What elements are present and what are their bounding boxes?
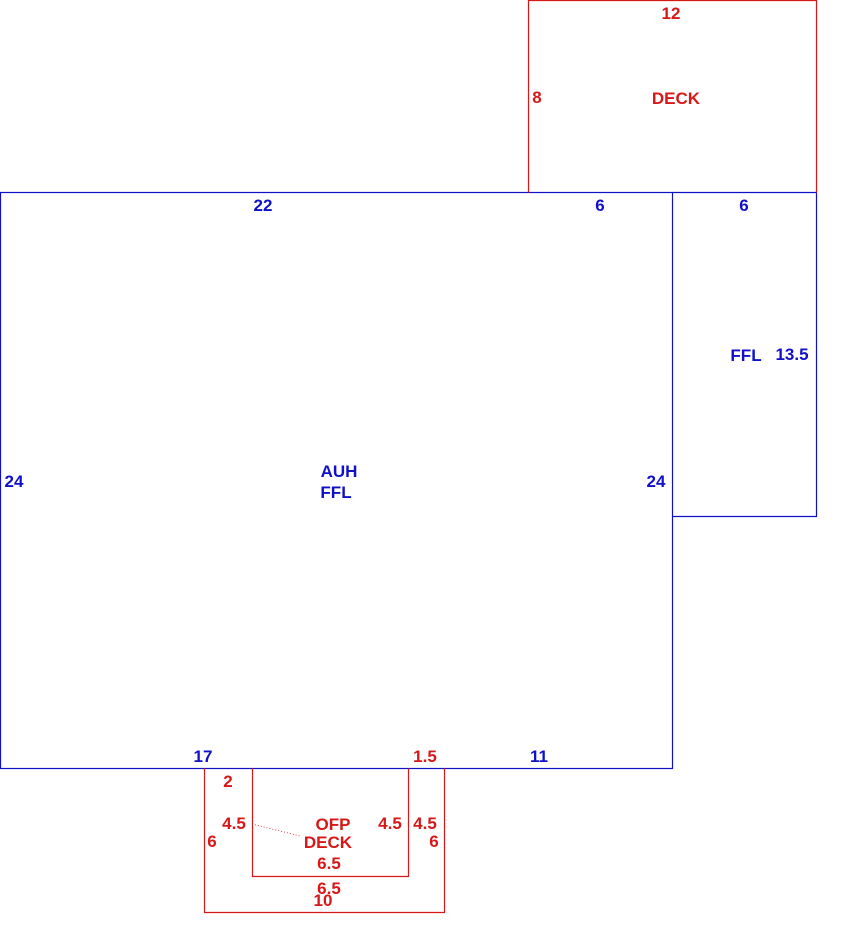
main-dim-bottom-right: 11 bbox=[530, 747, 548, 766]
main-dim-top-left: 22 bbox=[254, 196, 273, 215]
deck-top-outline bbox=[527, 0, 818, 193]
main-area-label-2: FFL bbox=[320, 483, 351, 502]
ffl-addition-outline bbox=[672, 191, 818, 518]
ofp-area-label-1: OFP bbox=[316, 815, 351, 834]
ofp-dim-outer-bottom: 10 bbox=[314, 891, 333, 910]
ofp-dim-attach: 1.5 bbox=[413, 747, 437, 766]
main-area-label-1: AUH bbox=[321, 462, 358, 481]
main-dim-bottom-left: 17 bbox=[194, 747, 213, 766]
ofp-dim-inner-bottom-2: 6.5 bbox=[317, 879, 341, 898]
leader-line bbox=[251, 823, 301, 837]
ffl-area-label: FFL bbox=[730, 346, 761, 365]
main-dim-right: 24 bbox=[647, 472, 666, 491]
ofp-dim-step: 2 bbox=[223, 772, 232, 791]
ofp-dim-left-outer: 6 bbox=[207, 832, 216, 851]
ofp-dim-right-outer: 6 bbox=[429, 832, 438, 851]
ofp-deck-inner-outline bbox=[251, 768, 410, 878]
main-dim-top-right: 6 bbox=[595, 196, 604, 215]
deck-area-label: DECK bbox=[652, 89, 701, 108]
main-area-outline bbox=[0, 191, 674, 770]
deck-dim-left: 8 bbox=[532, 88, 541, 107]
ffl-dim-right: 13.5 bbox=[775, 345, 808, 364]
main-dim-left: 24 bbox=[5, 472, 24, 491]
ofp-dim-left-inner: 4.5 bbox=[222, 814, 246, 833]
ofp-area-label-2: DECK bbox=[304, 833, 353, 852]
ofp-dim-right-inner: 4.5 bbox=[378, 814, 402, 833]
ofp-dim-right-mid: 4.5 bbox=[413, 814, 437, 833]
ffl-dim-top: 6 bbox=[739, 196, 748, 215]
ofp-dim-inner-bottom: 6.5 bbox=[317, 854, 341, 873]
deck-dim-top: 12 bbox=[662, 4, 681, 23]
ofp-deck-outer-outline bbox=[203, 768, 446, 914]
